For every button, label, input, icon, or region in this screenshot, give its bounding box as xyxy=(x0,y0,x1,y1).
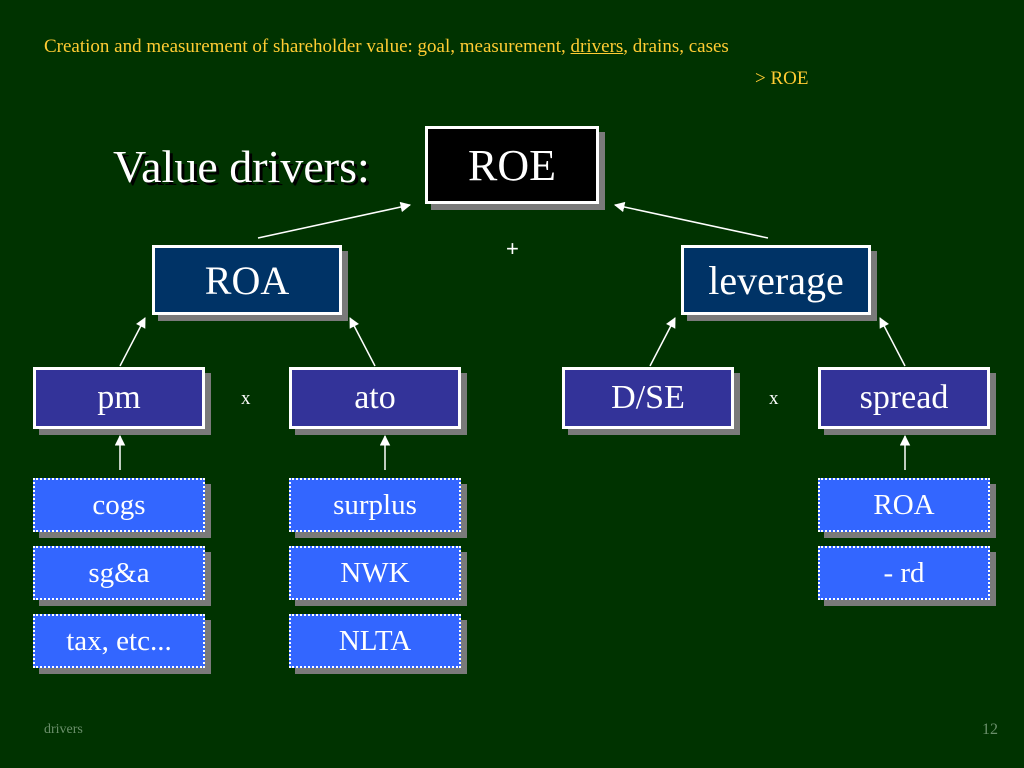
operator-times-right: x xyxy=(769,388,779,409)
node-tax-label: tax, etc... xyxy=(66,624,172,657)
node-leverage: leverage xyxy=(681,245,871,315)
node-surplus: surplus xyxy=(289,478,461,532)
node-rd: - rd xyxy=(818,546,990,600)
arrow-leverage-to-roe xyxy=(613,201,769,239)
node-roa-sub: ROA xyxy=(818,478,990,532)
header-prefix: Creation and measurement of shareholder … xyxy=(44,36,571,57)
arrow-ato-to-roa xyxy=(349,317,376,367)
node-sga-label: sg&a xyxy=(88,556,150,589)
node-nwk-label: NWK xyxy=(340,556,410,589)
node-dse-label: D/SE xyxy=(611,379,685,416)
node-tax: tax, etc... xyxy=(33,614,205,668)
arrow-roa-to-roe xyxy=(257,201,412,239)
operator-times-left: x xyxy=(241,388,251,409)
footer-label: drivers xyxy=(44,722,83,737)
node-nlta: NLTA xyxy=(289,614,461,668)
node-surplus-label: surplus xyxy=(333,488,417,521)
node-nlta-label: NLTA xyxy=(338,624,412,657)
header-link-drivers[interactable]: drivers xyxy=(570,36,624,57)
arrow-spread-to-leverage xyxy=(879,317,906,367)
node-sga: sg&a xyxy=(33,546,205,600)
node-dse: D/SE xyxy=(562,367,734,429)
node-roa-sub-label: ROA xyxy=(873,488,935,521)
node-spread-label: spread xyxy=(859,379,949,416)
node-nwk: NWK xyxy=(289,546,461,600)
node-roa-label: ROA xyxy=(204,257,290,303)
node-ato-label: ato xyxy=(354,379,396,416)
header-line: Creation and measurement of shareholder … xyxy=(44,36,729,58)
header-suffix: , drains, cases xyxy=(623,36,729,57)
header-subline: > ROE xyxy=(755,68,809,89)
node-leverage-label: leverage xyxy=(708,257,844,303)
node-cogs-label: cogs xyxy=(92,488,146,521)
arrow-dse-to-leverage xyxy=(649,317,676,367)
node-pm: pm xyxy=(33,367,205,429)
arrow-pm-to-roa xyxy=(119,317,146,367)
slide-title: Value drivers: xyxy=(113,141,370,192)
operator-plus: + xyxy=(506,236,519,261)
node-spread: spread xyxy=(818,367,990,429)
node-roa: ROA xyxy=(152,245,342,315)
node-roe-label: ROE xyxy=(468,140,556,190)
node-roe: ROE xyxy=(425,126,599,204)
page-number: 12 xyxy=(982,721,998,738)
node-rd-label: - rd xyxy=(883,556,925,589)
node-pm-label: pm xyxy=(97,379,141,416)
node-cogs: cogs xyxy=(33,478,205,532)
node-ato: ato xyxy=(289,367,461,429)
